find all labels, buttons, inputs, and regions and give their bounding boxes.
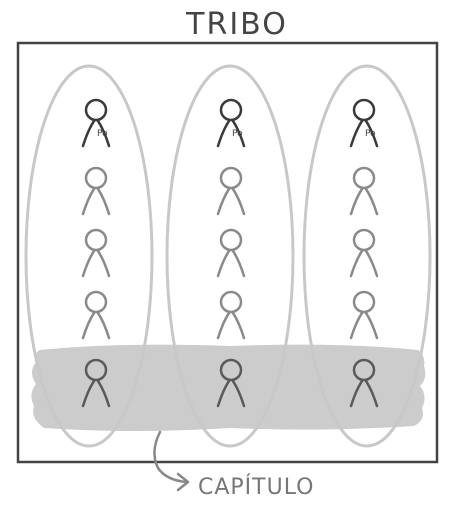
person-head [219,166,243,190]
person-head [352,166,376,190]
person-figure [216,358,246,408]
person-body [349,379,379,408]
person-figure [349,290,379,340]
person-figure [349,358,379,408]
tribe-title: TRIBO [185,7,288,42]
person-figure [81,290,111,340]
person-figure [216,228,246,278]
person-head [84,290,108,314]
person-head [219,98,243,122]
person-body [216,119,246,148]
chapter-caption: CAPÍTULO [198,474,315,500]
po-label: Po [97,129,108,139]
po-label: Po [365,129,376,139]
person-head [219,228,243,252]
person-figure [349,228,379,278]
person-head [219,290,243,314]
person-head [84,228,108,252]
person-figure [216,166,246,216]
product-owner-figure: Po [349,98,379,148]
person-head [84,358,108,382]
person-head [352,290,376,314]
person-body [81,311,111,340]
person-figure [81,228,111,278]
person-head [219,358,243,382]
people-grid: Po Po Po [81,98,379,408]
person-figure [81,358,111,408]
person-body [349,249,379,278]
squad-outline [24,64,154,448]
product-owner-figure: Po [81,98,111,148]
po-label: Po [232,129,243,139]
product-owner-figure: Po [216,98,246,148]
person-body [349,187,379,216]
person-body [216,379,246,408]
person-body [349,311,379,340]
caption-arrow [153,430,188,484]
person-head [352,228,376,252]
person-body [81,249,111,278]
person-head [352,98,376,122]
person-body [81,379,111,408]
squad-outline [165,64,295,448]
person-figure [216,290,246,340]
person-body [349,119,379,148]
chapter-band [31,344,426,431]
person-body [216,311,246,340]
squad-outline [302,64,432,448]
person-body [81,119,111,148]
person-body [81,187,111,216]
person-head [352,358,376,382]
tribe-frame [16,41,439,464]
person-head [84,166,108,190]
arrowhead-icon [176,472,190,492]
person-figure [349,166,379,216]
person-head [84,98,108,122]
person-body [216,187,246,216]
person-body [216,249,246,278]
person-figure [81,166,111,216]
